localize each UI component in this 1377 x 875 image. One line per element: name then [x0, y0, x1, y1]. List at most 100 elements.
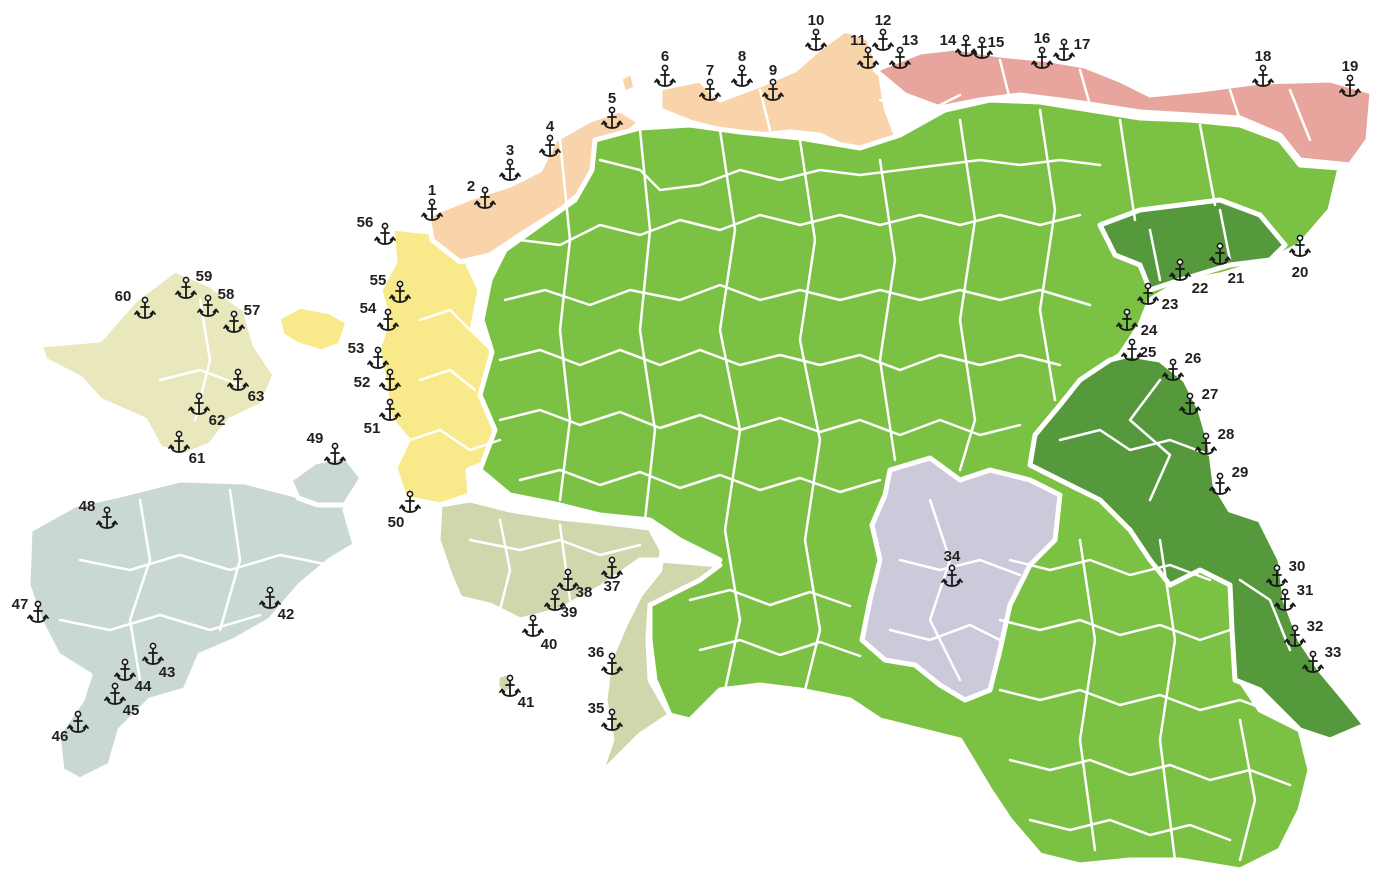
harbor-56[interactable]: 56: [357, 214, 396, 245]
harbor-53[interactable]: 53: [348, 340, 389, 369]
harbor-43[interactable]: 43: [142, 642, 175, 681]
harbor-5[interactable]: 5: [601, 90, 623, 129]
anchor-icon: [134, 296, 156, 319]
harbor-45[interactable]: 45: [104, 682, 140, 719]
harbor-label: 14: [940, 32, 957, 49]
harbor-62[interactable]: 62: [188, 392, 225, 429]
harbor-label: 57: [244, 302, 261, 319]
harbor-58[interactable]: 58: [197, 286, 234, 317]
harbor-2[interactable]: 2: [467, 178, 496, 209]
anchor-icon: [114, 658, 136, 681]
harbor-17[interactable]: 17: [1053, 36, 1091, 61]
harbor-label: 21: [1228, 270, 1245, 287]
anchor-icon: [971, 36, 993, 59]
harbor-label: 55: [370, 272, 387, 289]
harbor-49[interactable]: 49: [307, 430, 346, 465]
harbor-label: 29: [1232, 464, 1249, 481]
region-muhu: [287, 453, 365, 508]
harbor-11[interactable]: 11: [850, 32, 879, 69]
harbor-18[interactable]: 18: [1252, 48, 1274, 87]
anchor-icon: [227, 368, 249, 391]
harbor-38[interactable]: 38: [557, 568, 592, 601]
region-hiiumaa: [37, 267, 278, 458]
harbor-54[interactable]: 54: [360, 300, 399, 331]
anchor-icon: [557, 568, 579, 591]
harbor-label: 17: [1074, 36, 1091, 53]
harbor-16[interactable]: 16: [1031, 30, 1053, 69]
harbor-50[interactable]: 50: [388, 490, 421, 531]
harbor-31[interactable]: 31: [1274, 582, 1313, 611]
anchor-icon: [1053, 38, 1075, 61]
harbor-15[interactable]: 15: [971, 34, 1004, 59]
harbor-30[interactable]: 30: [1266, 558, 1305, 587]
anchor-icon: [389, 280, 411, 303]
harbor-24[interactable]: 24: [1116, 308, 1158, 339]
harbor-10[interactable]: 10: [805, 12, 827, 51]
harbor-63[interactable]: 63: [227, 368, 264, 405]
harbor-34[interactable]: 34: [941, 548, 963, 587]
harbor-44[interactable]: 44: [114, 658, 152, 695]
harbor-label: 42: [278, 606, 295, 623]
anchor-icon: [379, 398, 401, 421]
harbor-29[interactable]: 29: [1209, 464, 1249, 495]
harbor-label: 51: [364, 420, 381, 437]
harbor-label: 9: [769, 62, 777, 79]
harbor-35[interactable]: 35: [588, 700, 623, 731]
harbor-57[interactable]: 57: [223, 302, 261, 333]
harbor-13[interactable]: 13: [889, 32, 918, 69]
harbor-25[interactable]: 25: [1121, 338, 1156, 361]
harbor-39[interactable]: 39: [544, 588, 577, 621]
harbor-42[interactable]: 42: [259, 586, 295, 623]
anchor-icon: [1116, 308, 1138, 331]
harbor-label: 60: [115, 288, 132, 305]
harbor-label: 45: [123, 702, 140, 719]
anchor-icon: [872, 28, 894, 51]
harbor-51[interactable]: 51: [364, 398, 401, 437]
harbor-12[interactable]: 12: [872, 12, 894, 51]
harbor-label: 3: [506, 142, 514, 159]
harbor-47[interactable]: 47: [12, 596, 49, 623]
harbor-40[interactable]: 40: [522, 614, 557, 653]
harbor-6[interactable]: 6: [654, 48, 676, 87]
harbor-52[interactable]: 52: [354, 368, 401, 391]
harbor-label: 24: [1141, 322, 1158, 339]
harbor-20[interactable]: 20: [1289, 234, 1311, 281]
harbor-61[interactable]: 61: [168, 430, 205, 467]
harbor-9[interactable]: 9: [762, 62, 784, 101]
harbor-60[interactable]: 60: [115, 288, 156, 319]
anchor-icon: [544, 588, 566, 611]
harbor-59[interactable]: 59: [175, 268, 212, 299]
harbor-33[interactable]: 33: [1302, 644, 1341, 673]
harbor-19[interactable]: 19: [1339, 58, 1361, 97]
harbor-label: 44: [135, 678, 152, 695]
harbor-27[interactable]: 27: [1179, 386, 1218, 415]
harbor-label: 46: [52, 728, 69, 745]
harbor-48[interactable]: 48: [79, 498, 118, 529]
harbor-37[interactable]: 37: [601, 556, 623, 595]
harbor-4[interactable]: 4: [539, 118, 561, 157]
harbor-26[interactable]: 26: [1162, 350, 1201, 381]
harbor-label: 41: [518, 694, 535, 711]
harbor-1[interactable]: 1: [421, 182, 443, 221]
harbor-46[interactable]: 46: [52, 710, 89, 745]
harbor-label: 37: [604, 578, 621, 595]
harbor-32[interactable]: 32: [1284, 618, 1323, 647]
harbor-21[interactable]: 21: [1209, 242, 1245, 287]
harbor-label: 6: [661, 48, 669, 65]
anchor-icon: [1137, 282, 1159, 305]
harbor-label: 23: [1162, 296, 1179, 313]
anchor-icon: [857, 46, 879, 69]
harbor-28[interactable]: 28: [1195, 426, 1234, 455]
anchor-icon: [601, 652, 623, 675]
harbor-3[interactable]: 3: [499, 142, 521, 181]
harbor-55[interactable]: 55: [370, 272, 411, 303]
harbor-7[interactable]: 7: [699, 62, 721, 101]
harbor-22[interactable]: 22: [1169, 258, 1208, 297]
harbor-23[interactable]: 23: [1137, 282, 1179, 313]
harbor-36[interactable]: 36: [588, 644, 623, 675]
harbor-41[interactable]: 41: [499, 674, 535, 711]
harbor-8[interactable]: 8: [731, 48, 753, 87]
anchor-icon: [175, 276, 197, 299]
region-virumaa: [872, 45, 1375, 168]
